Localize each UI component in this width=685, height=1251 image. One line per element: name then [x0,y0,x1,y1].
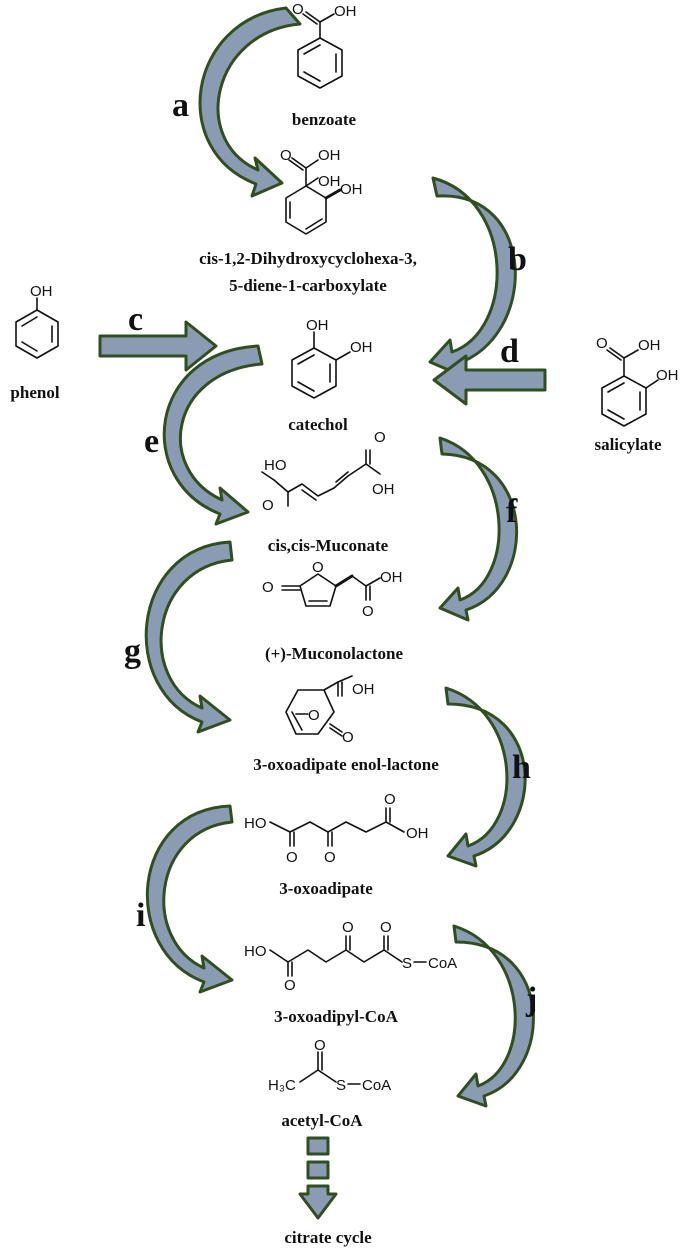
step-label-d: d [500,333,519,370]
arrow-e [162,344,264,526]
svg-text:O: O [342,729,354,746]
svg-text:O: O [280,147,292,164]
label-muconolactone: (+)-Muconolactone [265,644,404,663]
arrow-c [98,320,218,372]
svg-text:OH: OH [656,367,679,384]
svg-text:HO: HO [264,457,287,474]
phenol-structure: OH [15,283,59,359]
svg-text:OH: OH [30,283,53,300]
label-salicylate: salicylate [594,435,661,454]
label-enol-lactone: 3-oxoadipate enol-lactone [253,755,439,774]
label-acetyl-coa: acetyl-CoA [281,1111,363,1130]
label-oxoadipyl-coa: 3-oxoadipyl-CoA [274,1007,398,1026]
svg-text:OH: OH [406,825,429,842]
svg-text:O: O [284,977,296,994]
arrow-a [198,6,302,198]
muconate-structure: HO O O OH [261,429,395,514]
oxoadipate-structure: HO O O O OH [244,791,429,866]
step-label-g: g [124,633,141,670]
label-citrate-cycle: citrate cycle [284,1228,372,1247]
arrow-g [144,540,234,734]
dash-segment-1 [306,1136,330,1156]
label-phenol: phenol [10,383,59,402]
svg-text:O: O [262,497,274,514]
svg-text:S: S [402,955,412,972]
svg-text:HO: HO [244,815,267,832]
label-muconate: cis,cis-Muconate [268,536,389,555]
svg-text:O: O [374,429,386,446]
dash-arrowhead [298,1184,338,1220]
svg-text:OH: OH [318,173,341,190]
svg-text:OH: OH [372,481,395,498]
arrow-j [452,924,535,1108]
svg-text:CoA: CoA [428,955,457,972]
acetyl-coa-structure: H₃C O S CoA [268,1037,391,1094]
svg-text:O: O [384,791,396,808]
label-diol-line1: cis-1,2-Dihydroxycyclohexa-3, [199,249,417,268]
step-label-c: c [128,301,143,338]
arrow-i [145,804,234,994]
svg-text:S: S [336,1077,346,1094]
svg-text:O: O [324,849,336,866]
svg-text:O: O [262,579,274,596]
svg-text:O: O [596,335,608,352]
svg-text:OH: OH [638,337,661,354]
svg-text:O: O [308,707,320,724]
svg-text:CoA: CoA [362,1077,391,1094]
svg-text:OH: OH [350,339,373,356]
arrow-d [432,354,547,406]
enol-lactone-structure: O O OH [285,675,375,746]
svg-text:OH: OH [352,681,375,698]
svg-text:O: O [292,1,304,18]
svg-text:HO: HO [244,943,267,960]
svg-text:OH: OH [318,147,341,164]
label-catechol: catechol [288,415,348,434]
svg-text:OH: OH [306,317,329,334]
step-label-i: i [136,897,145,934]
arrow-f [438,436,519,622]
benzoate-structure: O OH [292,1,357,89]
svg-text:OH: OH [380,569,403,586]
svg-text:O: O [362,603,374,620]
svg-text:O: O [314,1037,326,1054]
label-benzoate: benzoate [292,110,357,129]
svg-text:OH: OH [334,3,357,20]
step-label-e: e [144,423,159,460]
step-label-h: h [512,749,531,786]
label-oxoadipate: 3-oxoadipate [279,879,373,898]
svg-text:O: O [342,919,354,936]
oxoadipyl-coa-structure: HO O O O S CoA [244,919,457,994]
catechol-structure: OH OH [291,317,373,399]
svg-text:O: O [312,559,324,576]
arrow-h [444,686,527,868]
label-diol-line2: 5-diene-1-carboxylate [229,276,387,295]
step-label-f: f [506,493,518,530]
step-label-b: b [508,241,527,278]
svg-text:H₃C: H₃C [268,1077,296,1094]
dihydrodiol-structure: O OH OH OH [280,147,363,235]
svg-text:O: O [380,919,392,936]
muconolactone-structure: O O O OH [262,559,403,620]
svg-text:OH: OH [340,181,363,198]
svg-text:O: O [286,849,298,866]
salicylate-structure: O OH OH [596,335,679,427]
step-label-j: j [525,981,537,1018]
dash-segment-2 [306,1160,330,1180]
step-label-a: a [172,87,189,124]
